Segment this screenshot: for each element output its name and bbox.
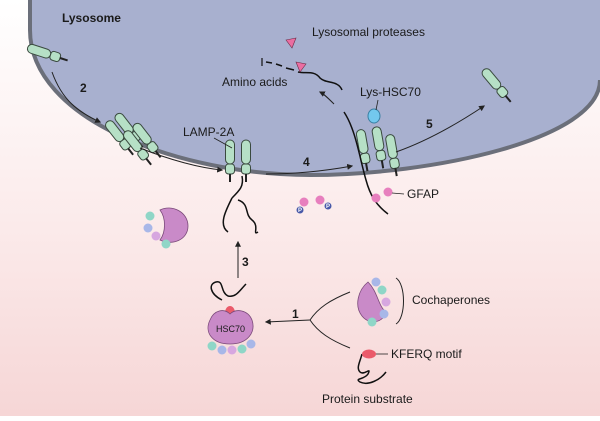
arrow-step-1	[264, 318, 311, 325]
unfolded-substrate	[222, 197, 259, 234]
gfap-label: GFAP	[407, 187, 439, 201]
step-3-label: 3	[242, 255, 249, 269]
arrow-degradation	[318, 91, 335, 105]
gfap-protein-1	[371, 193, 381, 203]
lysosome-body	[30, 0, 600, 175]
translocating-substrate	[343, 111, 389, 215]
lys-hsc70-pointer	[375, 99, 379, 111]
svg-text:P: P	[298, 208, 302, 214]
protein-substrate-chain	[357, 353, 387, 384]
arrow-to-complex	[139, 147, 224, 173]
protease-1	[295, 61, 307, 73]
step-1-label: 1	[292, 307, 299, 321]
hsc70-protein	[207, 310, 254, 345]
phospho-gfap-1: P	[296, 197, 309, 214]
cochaperone-cluster-right	[357, 277, 391, 327]
arrow-step-1-branch-a	[309, 291, 351, 321]
step-5-label: 5	[426, 117, 433, 131]
lamp2a-pointer	[213, 137, 233, 149]
protease-2	[285, 37, 297, 49]
cochaperones-label: Cochaperones	[412, 293, 490, 307]
step-4-label: 4	[303, 155, 310, 169]
gfap-protein-2	[383, 187, 393, 197]
protein-substrate-label: Protein substrate	[322, 392, 413, 406]
amino-acids-label: Amino acids	[222, 75, 287, 89]
arrow-step-1-branch-b	[309, 319, 351, 349]
lysosomal-proteases-label: Lysosomal proteases	[312, 25, 425, 39]
svg-text:P: P	[326, 204, 330, 210]
step-2-label: 2	[80, 81, 87, 95]
lamp2a-label: LAMP-2A	[183, 125, 234, 139]
arrow-step-2	[51, 71, 102, 123]
amino-acid-fragments	[265, 61, 295, 71]
phospho-gfap-2: P	[315, 195, 332, 210]
cochaperone-bead	[207, 341, 217, 351]
lys-hsc70-label: Lys-HSC70	[360, 85, 421, 99]
lysosome-membrane	[28, 0, 600, 178]
cochaperone-cluster-left	[143, 207, 189, 249]
kferq-motif	[362, 349, 376, 359]
lysosome-label: Lysosome	[62, 11, 121, 25]
bound-substrate	[210, 281, 247, 301]
lys-hsc70-protein	[367, 108, 381, 124]
hsc70-label: HSC70	[216, 324, 245, 334]
degrading-substrate	[297, 71, 343, 91]
cochaperones-bracket	[395, 277, 404, 325]
gfap-pointer	[391, 192, 405, 195]
arrow-step-4	[265, 163, 354, 175]
kferq-motif-label: KFERQ motif	[391, 347, 462, 361]
arrow-step-5	[395, 105, 485, 153]
